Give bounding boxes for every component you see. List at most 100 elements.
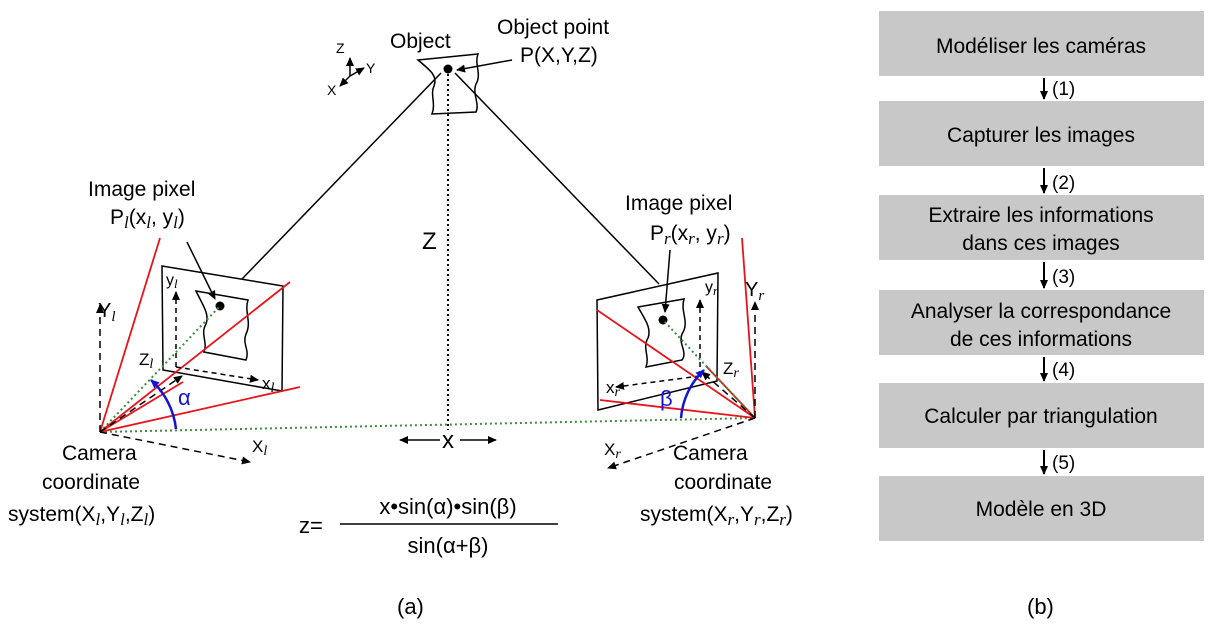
beta-arc: [679, 369, 705, 419]
left-image-patch: [194, 290, 250, 361]
flow-step: Modéliser les caméras: [879, 11, 1204, 76]
right-fov-line: [741, 237, 756, 419]
flow-step-box: [879, 383, 1204, 448]
right-pixel-title: Image pixel: [625, 192, 732, 215]
object-point-pointer: [456, 59, 513, 73]
flow-arrow-label: (2): [1052, 173, 1075, 194]
world-axes-icon: Z Y X: [327, 40, 376, 98]
flow-step-box: [879, 476, 1204, 541]
flow-step: Modèle en 3D: [879, 476, 1204, 541]
object-point-coords: P(X,Y,Z): [520, 44, 598, 67]
panel-a-caption: (a): [397, 594, 424, 619]
flow-arrow-label: (4): [1052, 360, 1075, 381]
right-ray: [454, 72, 660, 285]
left-x-image-axis-label: xl: [262, 374, 275, 396]
left-fov-line: [99, 237, 161, 433]
flow-arrow: (5): [1040, 450, 1075, 475]
left-sight-line: [99, 305, 221, 433]
left-pixel-pointer: [186, 241, 216, 300]
world-axis-x-label: X: [327, 82, 337, 98]
flow-arrow: (1): [1040, 78, 1075, 100]
flow-step-text: Modèle en 3D: [976, 498, 1107, 521]
flow-arrow: (4): [1040, 357, 1075, 382]
flow-arrow-label: (1): [1052, 79, 1075, 100]
flow-step-text: dans ces images: [962, 232, 1120, 255]
baseline-arrows: x: [399, 427, 497, 454]
alpha-arc: [150, 379, 178, 430]
right-Y-axis-label: Yr: [745, 279, 764, 304]
right-image-patch: [636, 298, 686, 368]
world-axis-z-label: Z: [336, 40, 345, 56]
flow-step: Calculer par triangulation: [879, 383, 1204, 448]
object-point-label: Object point: [497, 16, 609, 39]
flow-step-text: de ces informations: [950, 328, 1132, 351]
depth-label: Z: [422, 228, 437, 255]
flow-step: Analyser la correspondance de ces inform…: [879, 290, 1204, 355]
left-pixel-title: Image pixel: [88, 178, 195, 201]
panel-b-flowchart: Modéliser les caméras Capturer les image…: [879, 11, 1204, 619]
right-fov-line: [599, 399, 756, 419]
right-X-axis-label: Xr: [604, 440, 621, 462]
right-fov-line: [596, 309, 756, 419]
object-point-dot: [443, 64, 453, 74]
right-camera-line2: coordinate: [674, 471, 772, 494]
right-X-axis: [607, 417, 756, 470]
panel-b-caption: (b): [1027, 594, 1054, 619]
right-x-image-axis: [615, 375, 701, 390]
left-image-plane: [161, 265, 284, 392]
flow-step-box: [879, 11, 1204, 76]
left-X-axis: [99, 431, 251, 465]
left-Z-axis-label: Zl: [139, 350, 153, 372]
baseline: [99, 417, 756, 433]
left-y-image-axis-label: yl: [166, 272, 178, 291]
right-x-image-axis-label: xr: [606, 378, 621, 400]
flow-arrow-label: (3): [1052, 267, 1075, 288]
object-label: Object: [390, 30, 451, 53]
left-camera-line3: system(Xl,Yl,Zl): [8, 503, 155, 529]
left-X-axis-label: Xl: [252, 437, 267, 459]
left-pixel-coords: Pl(xl, yl): [110, 206, 185, 232]
left-fov-line: [99, 281, 291, 433]
left-camera-line1: Camera: [62, 442, 137, 465]
right-image-plane: [596, 272, 719, 411]
left-Z-axis: [99, 375, 183, 433]
flow-arrow: (3): [1040, 262, 1075, 289]
flow-step-box: [879, 195, 1204, 260]
flow-arrow-label: (5): [1052, 453, 1075, 474]
flow-arrow: (2): [1040, 168, 1075, 194]
beta-label: β: [660, 386, 673, 411]
left-fov-line: [99, 381, 184, 433]
flow-step-box: [879, 290, 1204, 355]
formula-numerator: x•sin(α)•sin(β): [379, 494, 516, 519]
right-camera: Yr yr Zr xr Xr β Image pixel Pr(xr, yr) …: [596, 192, 793, 529]
right-pixel-coords: Pr(xr, yr): [650, 222, 731, 248]
flow-step: Extraire les informations dans ces image…: [879, 195, 1204, 260]
right-camera-line1: Camera: [673, 442, 748, 465]
right-Z-axis: [701, 371, 756, 419]
right-Z-axis-label: Zr: [723, 359, 739, 381]
panel-a: Z Y X Object Object point P(X,Y,Z) Z x: [8, 16, 793, 619]
left-Y-axis-label: Yl: [98, 300, 116, 325]
right-camera-line3: system(Xr,Yr,Zr): [640, 503, 793, 529]
baseline-label: x: [442, 427, 454, 454]
left-x-image-axis: [175, 366, 259, 383]
world-axis-y-label: Y: [366, 60, 376, 76]
flow-step-text: Capturer les images: [947, 124, 1135, 147]
left-camera: Yl yl Zl xl Xl α Image pixel Pl(xl, yl) …: [8, 178, 301, 529]
flow-step-text: Analyser la correspondance: [911, 300, 1171, 323]
flow-step: Capturer les images: [879, 101, 1204, 166]
left-ray: [241, 72, 442, 280]
formula-lhs: z=: [299, 513, 323, 538]
formula-denominator: sin(α+β): [408, 533, 489, 558]
flow-step-text: Extraire les informations: [928, 204, 1153, 227]
flow-step-text: Modéliser les caméras: [936, 35, 1146, 58]
alpha-label: α: [178, 385, 191, 410]
left-camera-line2: coordinate: [42, 471, 140, 494]
left-fov-line: [99, 386, 301, 433]
flow-step-text: Calculer par triangulation: [924, 405, 1157, 428]
triangulation-formula: z= x•sin(α)•sin(β) sin(α+β): [299, 494, 558, 558]
right-pixel-pointer: [661, 249, 671, 313]
right-y-image-axis-label: yr: [705, 279, 719, 298]
flow-step-box: [879, 101, 1204, 166]
